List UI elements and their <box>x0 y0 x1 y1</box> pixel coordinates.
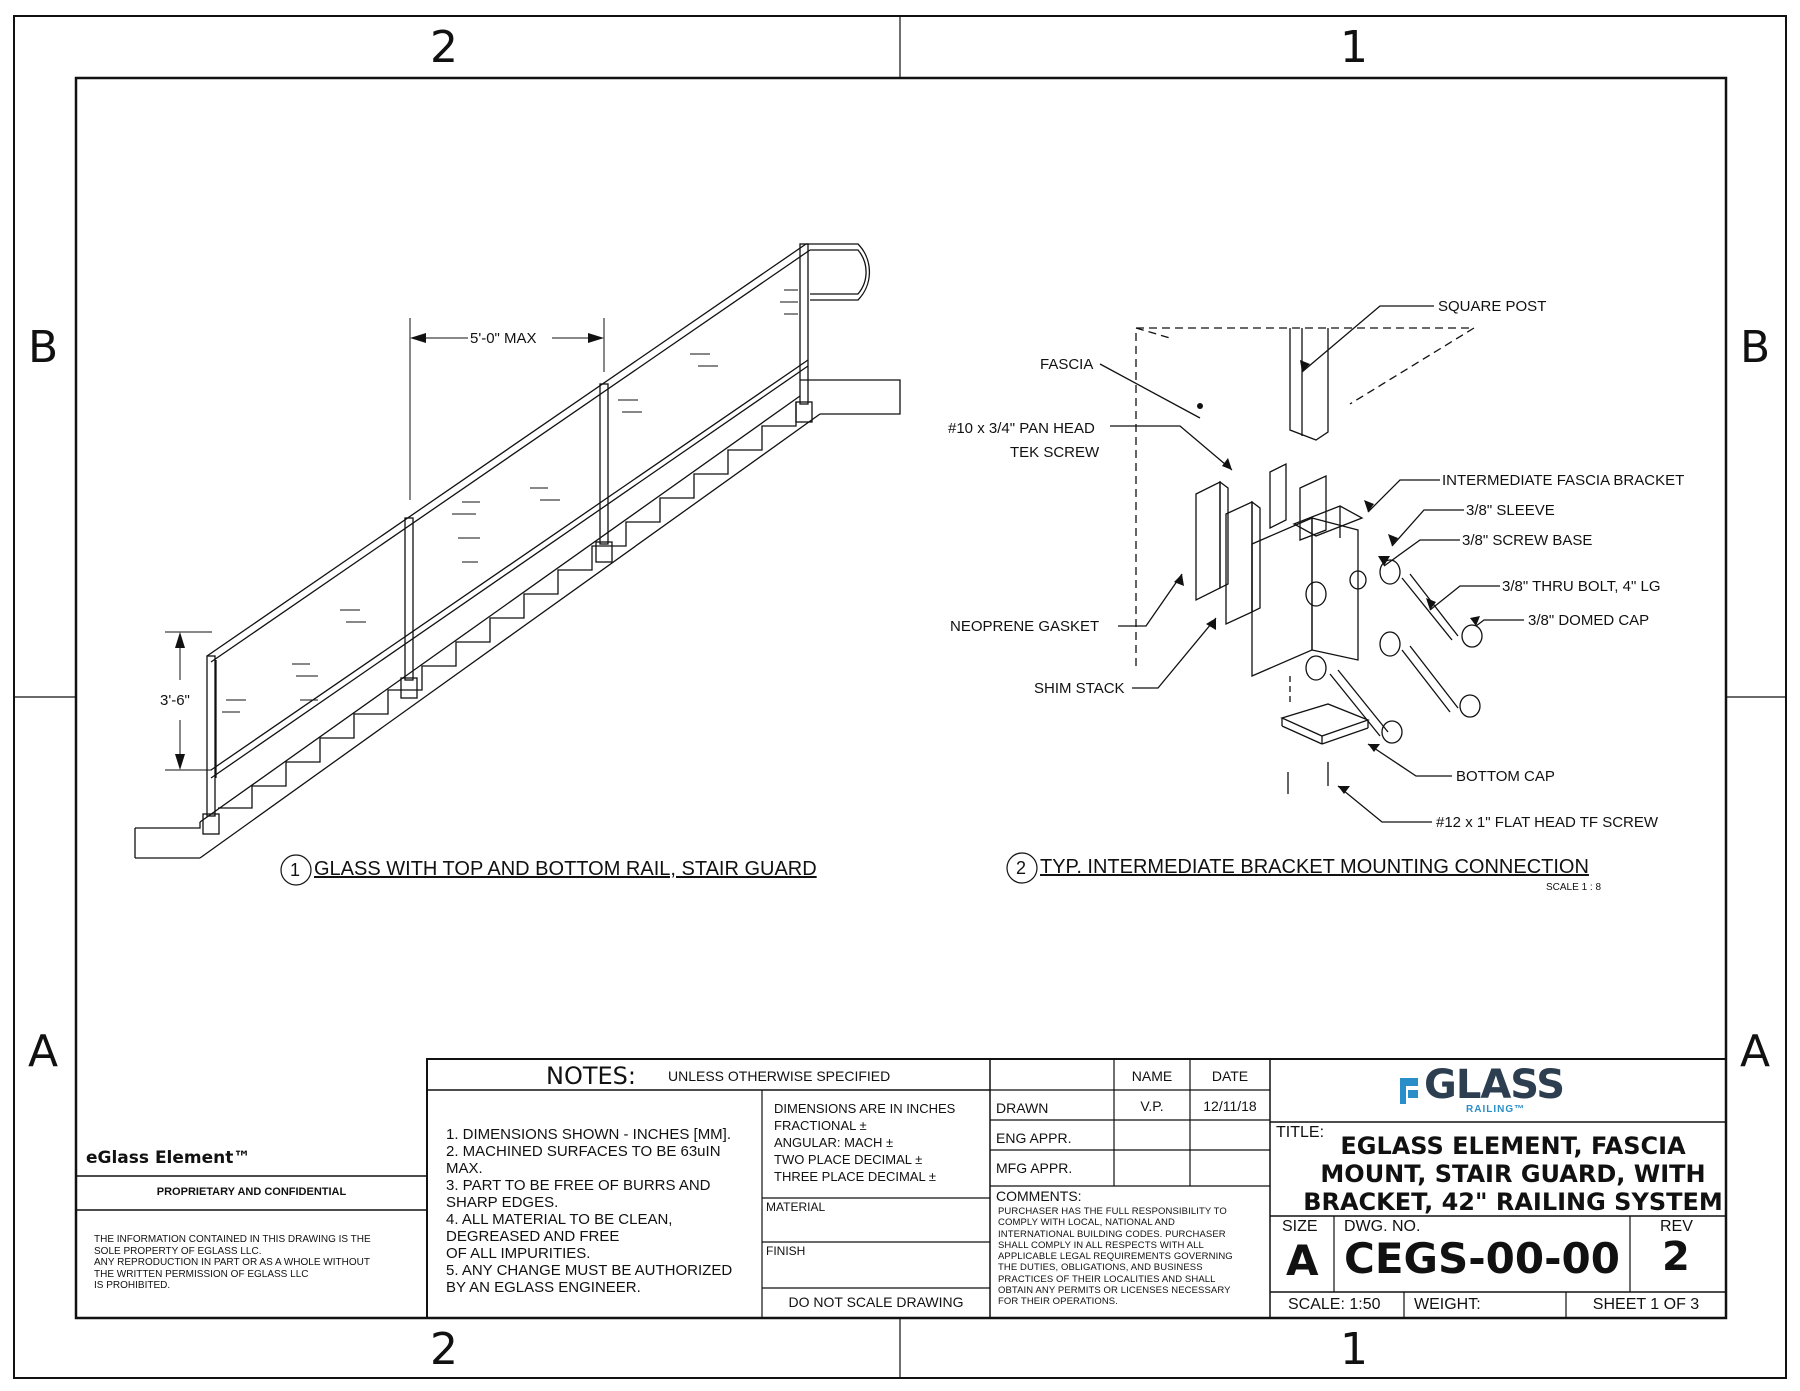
dimension-span-label: 5'-0" MAX <box>470 330 537 347</box>
zone-right-A: A <box>1740 1026 1771 1077</box>
name-header: NAME <box>1131 1068 1173 1084</box>
product-name: eGlass Element™ <box>86 1148 251 1168</box>
view1-number: 1 <box>290 860 301 880</box>
drawing-title: EGLASS ELEMENT, FASCIA MOUNT, STAIR GUAR… <box>1303 1132 1723 1216</box>
weight-label: WEIGHT: <box>1414 1296 1481 1313</box>
callout-square-post: SQUARE POST <box>1438 298 1547 315</box>
tolerance-block: DIMENSIONS ARE IN INCHES FRACTIONAL ± AN… <box>774 1101 956 1184</box>
callout-fascia: FASCIA <box>1040 356 1094 373</box>
rev-value: 2 <box>1662 1234 1690 1280</box>
notes-label: NOTES: <box>546 1062 636 1090</box>
dwg-no-value: CEGS-00-00 <box>1344 1234 1620 1283</box>
callout-sleeve: 3/8" SLEEVE <box>1466 502 1555 519</box>
comments-label: COMMENTS: <box>996 1188 1082 1204</box>
comments-text: PURCHASER HAS THE FULL RESPONSIBILITY TO… <box>998 1206 1233 1308</box>
finish-label: FINISH <box>766 1244 806 1258</box>
view2-scale: SCALE 1 : 8 <box>1546 882 1602 893</box>
view2-number: 2 <box>1016 858 1027 878</box>
proprietary-text: THE INFORMATION CONTAINED IN THIS DRAWIN… <box>94 1234 371 1291</box>
zone-bottom-1: 1 <box>1340 1324 1368 1375</box>
scale-value: SCALE: 1:50 <box>1288 1296 1381 1313</box>
callout-bottom-cap: BOTTOM CAP <box>1456 768 1555 785</box>
size-label: SIZE <box>1282 1218 1318 1235</box>
dwg-no-label: DWG. NO. <box>1344 1218 1421 1235</box>
drawn-name: V.P. <box>1140 1098 1164 1114</box>
callout-flat-head-screw: #12 x 1" FLAT HEAD TF SCREW <box>1436 814 1659 831</box>
zone-top-2: 2 <box>430 22 458 73</box>
dimension-height-label: 3'-6" <box>160 692 190 709</box>
callout-screw-base: 3/8" SCREW BASE <box>1462 532 1593 549</box>
proprietary-heading: PROPRIETARY AND CONFIDENTIAL <box>156 1186 347 1198</box>
zone-left-B: B <box>28 322 59 373</box>
callout-thru-bolt: 3/8" THRU BOLT, 4" LG <box>1502 578 1661 595</box>
material-label: MATERIAL <box>766 1200 826 1214</box>
drawn-date: 12/11/18 <box>1203 1098 1257 1114</box>
logo-text: GLASS <box>1424 1062 1565 1108</box>
title-label: TITLE: <box>1276 1124 1325 1141</box>
notes-subtitle: UNLESS OTHERWISE SPECIFIED <box>668 1068 891 1084</box>
drawn-label: DRAWN <box>996 1100 1049 1116</box>
zone-right-B: B <box>1740 322 1771 373</box>
callout-neoprene-gasket: NEOPRENE GASKET <box>950 618 1100 635</box>
callout-tek-screw: TEK SCREW <box>1010 444 1100 461</box>
eng-appr-label: ENG APPR. <box>996 1130 1072 1146</box>
callout-intermediate-bracket: INTERMEDIATE FASCIA BRACKET <box>1442 472 1685 489</box>
rev-label: REV <box>1660 1218 1693 1235</box>
size-value: A <box>1286 1236 1319 1285</box>
zone-top-1: 1 <box>1340 22 1368 73</box>
mfg-appr-label: MFG APPR. <box>996 1160 1073 1176</box>
notes-list: 1. DIMENSIONS SHOWN - INCHES [MM]. 2. MA… <box>446 1126 733 1296</box>
date-header: DATE <box>1211 1068 1249 1084</box>
callout-domed-cap: 3/8" DOMED CAP <box>1528 612 1650 629</box>
eglass-logo: GLASS RAILING™ <box>1396 1062 1596 1118</box>
callout-pan-head-screw: #10 x 3/4" PAN HEAD <box>948 420 1095 437</box>
do-not-scale-label: DO NOT SCALE DRAWING <box>788 1294 964 1310</box>
zone-bottom-2: 2 <box>430 1324 458 1375</box>
view1-title: GLASS WITH TOP AND BOTTOM RAIL, STAIR GU… <box>314 858 817 880</box>
callout-shim-stack: SHIM STACK <box>1034 680 1125 697</box>
view2-title: TYP. INTERMEDIATE BRACKET MOUNTING CONNE… <box>1040 856 1589 878</box>
sheet-number: SHEET 1 OF 3 <box>1592 1296 1700 1313</box>
logo-subtext: RAILING™ <box>1466 1104 1526 1115</box>
logo-mark-icon <box>1400 1078 1418 1104</box>
zone-left-A: A <box>28 1026 59 1077</box>
